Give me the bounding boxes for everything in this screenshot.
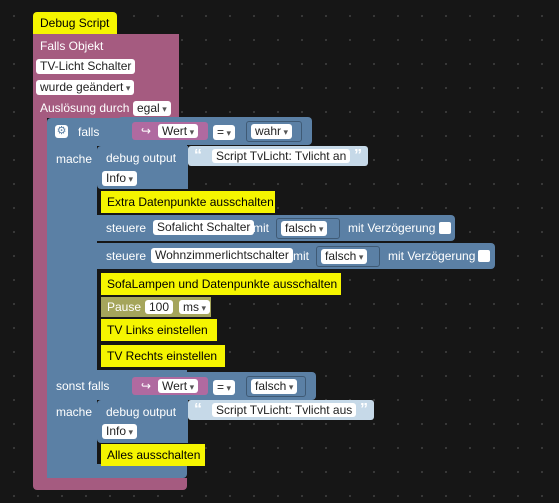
do-label-1: mache (56, 152, 93, 166)
if-label: falls (78, 125, 100, 139)
pause-unit-dropdown[interactable]: ms (179, 300, 211, 314)
comment-block-3[interactable]: TV Links einstellen (101, 319, 217, 341)
comment-block-4[interactable]: TV Rechts einstellen (101, 345, 225, 367)
quote-close-icon: ” (360, 401, 368, 418)
compare-value-dropdown-2[interactable]: falsch (251, 379, 298, 394)
compare-value-dropdown-1[interactable]: wahr (251, 124, 293, 139)
control-delay-label-2: mit Verzögerung (388, 249, 476, 263)
variable-block-1[interactable]: ↪ Wert (132, 122, 208, 140)
return-arrow-icon: ↪ (141, 379, 152, 393)
comment-block-1[interactable]: Extra Datenpunkte ausschalten (101, 191, 275, 213)
trigger-object-field[interactable]: TV-Licht Schalter (36, 59, 136, 74)
comment-block-2[interactable]: SofaLampen und Datenpunkte ausschalten (101, 273, 341, 295)
comment-text-4: TV Rechts einstellen (107, 349, 218, 363)
comment-text-5: Alles ausschalten (107, 448, 201, 462)
else-if-label: sonst falls (56, 379, 110, 393)
debug-text-field-1[interactable]: Script TvLicht: Tvlicht an (212, 149, 351, 163)
variable-dropdown-1[interactable]: Wert (158, 124, 199, 138)
delay-checkbox-1[interactable] (439, 222, 451, 234)
comment-block-5[interactable]: Alles ausschalten (101, 444, 205, 466)
debug-level-dropdown-1[interactable]: Info (102, 171, 138, 186)
pause-block[interactable]: Pause 100 ms (101, 297, 211, 317)
control-with-label-1: mit (253, 221, 269, 235)
gear-icon[interactable]: ⚙ (55, 125, 68, 138)
trigger-mode-dropdown[interactable]: egal (133, 101, 171, 116)
debug-text-field-2[interactable]: Script TvLicht: Tvlicht aus (212, 403, 357, 417)
pause-value-field[interactable]: 100 (145, 300, 174, 314)
control-value-dropdown-1[interactable]: falsch (281, 221, 328, 236)
script-title: Debug Script (40, 16, 110, 30)
comment-text-2: SofaLampen und Datenpunkte ausschalten (107, 277, 338, 291)
trigger-block-bottom (33, 478, 187, 490)
variable-block-2[interactable]: ↪ Wert (132, 377, 208, 395)
debug-text-block-2[interactable]: “ Script TvLicht: Tvlicht aus ” (188, 400, 374, 420)
quote-open-icon: “ (194, 147, 202, 164)
delay-checkbox-2[interactable] (478, 250, 490, 262)
trigger-label: Falls Objekt (40, 39, 104, 53)
compare-op-dropdown-1[interactable]: = (213, 125, 236, 140)
comment-text-3: TV Links einstellen (107, 323, 208, 337)
if-block-spine (47, 146, 97, 470)
debug-output-label-2: debug output (106, 405, 177, 419)
control-delay-label-1: mit Verzögerung (348, 221, 436, 235)
debug-level-dropdown-2[interactable]: Info (102, 424, 138, 439)
if-block-bottom (47, 464, 187, 478)
trigger-block-spine (33, 118, 47, 484)
variable-dropdown-2[interactable]: Wert (158, 379, 199, 393)
debug-output-label-1: debug output (106, 151, 177, 165)
control-value-dropdown-2[interactable]: falsch (321, 249, 368, 264)
trigger-mode-label: Auslösung durch (40, 101, 130, 115)
pause-label: Pause (107, 300, 142, 314)
script-title-block[interactable]: Debug Script (33, 12, 117, 34)
control-label-2: steuere (106, 249, 147, 263)
control-with-label-2: mit (293, 249, 309, 263)
control-object-field-1[interactable]: Sofalicht Schalter (153, 220, 255, 235)
control-object-field-2[interactable]: Wohnzimmerlichtschalter (151, 248, 293, 263)
return-arrow-icon: ↪ (141, 124, 152, 138)
trigger-condition-dropdown[interactable]: wurde geändert (36, 80, 135, 95)
comment-text-1: Extra Datenpunkte ausschalten (107, 195, 274, 209)
quote-open-icon: “ (194, 401, 202, 418)
debug-text-block-1[interactable]: “ Script TvLicht: Tvlicht an ” (188, 146, 368, 166)
compare-op-dropdown-2[interactable]: = (213, 380, 236, 395)
quote-close-icon: ” (354, 147, 362, 164)
do-label-2: mache (56, 405, 93, 419)
control-label-1: steuere (106, 221, 147, 235)
